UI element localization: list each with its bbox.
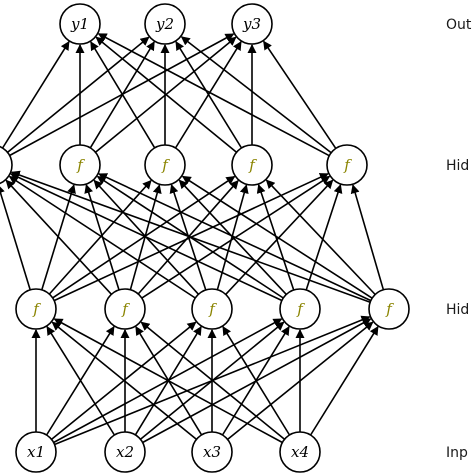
hidden2-node-4: f bbox=[231, 144, 273, 186]
edge-hidden2-4-to-output-1 bbox=[95, 36, 238, 153]
edge-hidden1-4-to-hidden2-4 bbox=[256, 183, 295, 291]
input-node-circle bbox=[15, 431, 57, 473]
edge-input-4-to-hidden1-3 bbox=[222, 326, 291, 436]
hidden2-node-circle bbox=[59, 144, 101, 186]
edge-hidden2-1-to-output-1 bbox=[1, 40, 70, 149]
hidden1-node-1: f bbox=[15, 288, 57, 330]
edge-input-2-to-hidden1-1 bbox=[46, 325, 116, 436]
hidden1-node-label: f bbox=[296, 300, 305, 318]
input-node-label: x4 bbox=[291, 443, 309, 461]
hidden1-node-circle bbox=[368, 288, 410, 330]
hidden1-node-label: f bbox=[385, 300, 394, 318]
edge-hidden1-1-to-hidden2-3 bbox=[48, 179, 152, 295]
hidden1-node-circle bbox=[15, 288, 57, 330]
hidden1-node-3: f bbox=[191, 288, 233, 330]
output-layer-label: Out bbox=[446, 17, 472, 33]
hidden2-node-label: f bbox=[76, 156, 85, 174]
output-node-circle bbox=[59, 3, 101, 45]
input-node-3: x3 bbox=[191, 431, 233, 473]
hidden2-node-label: f bbox=[343, 156, 352, 174]
hidden2-node-5: f bbox=[326, 144, 368, 186]
edge-input-3-to-hidden1-1 bbox=[51, 321, 198, 441]
edge-hidden2-3-to-output-1 bbox=[90, 41, 156, 149]
edge-hidden1-3-to-hidden2-5 bbox=[225, 179, 334, 295]
output-node-label: y3 bbox=[242, 15, 261, 33]
output-node-2: y2 bbox=[144, 3, 186, 45]
edge-hidden1-3-to-hidden2-1 bbox=[8, 175, 196, 299]
network-nodes: y1 y2 y3 f f f f f f f f f f x1 x2 x3 x4 bbox=[0, 3, 410, 473]
hidden1-node-5: f bbox=[368, 288, 410, 330]
edge-input-4-to-hidden1-5 bbox=[309, 325, 379, 436]
edge-hidden2-4-to-output-2 bbox=[175, 41, 243, 149]
edge-hidden2-5-to-output-3 bbox=[263, 40, 337, 149]
connection-edges bbox=[0, 33, 385, 446]
edge-hidden1-1-to-hidden2-1 bbox=[0, 184, 31, 291]
edge-hidden2-5-to-output-1 bbox=[97, 33, 330, 157]
hidden2-node-circle bbox=[144, 144, 186, 186]
hidden1-node-circle bbox=[279, 288, 321, 330]
edge-input-4-to-hidden1-1 bbox=[53, 318, 283, 444]
edge-hidden1-2-to-hidden2-3 bbox=[129, 184, 162, 290]
edge-hidden1-4-to-hidden2-1 bbox=[10, 173, 283, 302]
edge-hidden1-5-to-hidden2-5 bbox=[350, 184, 385, 291]
hidden1-layer-label: Hid bbox=[446, 302, 469, 318]
output-node-label: y2 bbox=[155, 15, 174, 33]
edge-hidden1-3-to-hidden2-3 bbox=[169, 184, 207, 291]
edge-hidden1-5-to-hidden2-3 bbox=[181, 175, 373, 299]
hidden2-node-3: f bbox=[144, 144, 186, 186]
hidden2-node-circle bbox=[0, 145, 13, 185]
input-node-4: x4 bbox=[279, 431, 321, 473]
output-node-1: y1 bbox=[59, 3, 101, 45]
edge-hidden1-1-to-hidden2-4 bbox=[52, 175, 236, 299]
input-node-label: x2 bbox=[116, 443, 134, 461]
hidden1-node-circle bbox=[191, 288, 233, 330]
output-node-label: y1 bbox=[70, 15, 89, 33]
edge-hidden2-5-to-output-2 bbox=[180, 36, 332, 154]
hidden2-node-circle bbox=[231, 144, 273, 186]
input-node-circle bbox=[191, 431, 233, 473]
input-node-1: x1 bbox=[15, 431, 57, 473]
hidden1-node-label: f bbox=[208, 300, 217, 318]
edge-hidden1-4-to-hidden2-3 bbox=[178, 179, 287, 295]
hidden1-node-2: f bbox=[104, 288, 146, 330]
output-node-3: y3 bbox=[231, 3, 273, 45]
edge-hidden1-2-to-hidden2-1 bbox=[5, 179, 112, 295]
input-node-label: x1 bbox=[27, 443, 45, 461]
hidden2-node-2: f bbox=[59, 144, 101, 186]
hidden2-layer-label: Hid bbox=[446, 158, 469, 174]
hidden1-node-label: f bbox=[121, 300, 130, 318]
input-node-circle bbox=[104, 431, 146, 473]
input-node-circle bbox=[279, 431, 321, 473]
hidden1-node-circle bbox=[104, 288, 146, 330]
hidden2-node-1: f bbox=[0, 145, 13, 185]
edge-hidden1-5-to-hidden2-1 bbox=[10, 170, 371, 303]
edge-input-4-to-hidden1-2 bbox=[140, 321, 286, 440]
hidden2-node-circle bbox=[326, 144, 368, 186]
edge-hidden2-1-to-output-2 bbox=[6, 36, 150, 154]
output-node-circle bbox=[231, 3, 273, 45]
edge-hidden1-5-to-hidden2-2 bbox=[98, 173, 372, 302]
input-node-label: x3 bbox=[203, 443, 221, 461]
output-node-circle bbox=[144, 3, 186, 45]
hidden1-node-4: f bbox=[279, 288, 321, 330]
edge-hidden1-5-to-hidden2-4 bbox=[265, 179, 376, 296]
input-layer-label: Inp bbox=[446, 445, 468, 461]
hidden2-node-label: f bbox=[248, 156, 257, 174]
hidden1-node-label: f bbox=[32, 300, 41, 318]
hidden2-node-label: f bbox=[161, 156, 170, 174]
input-node-2: x2 bbox=[104, 431, 146, 473]
